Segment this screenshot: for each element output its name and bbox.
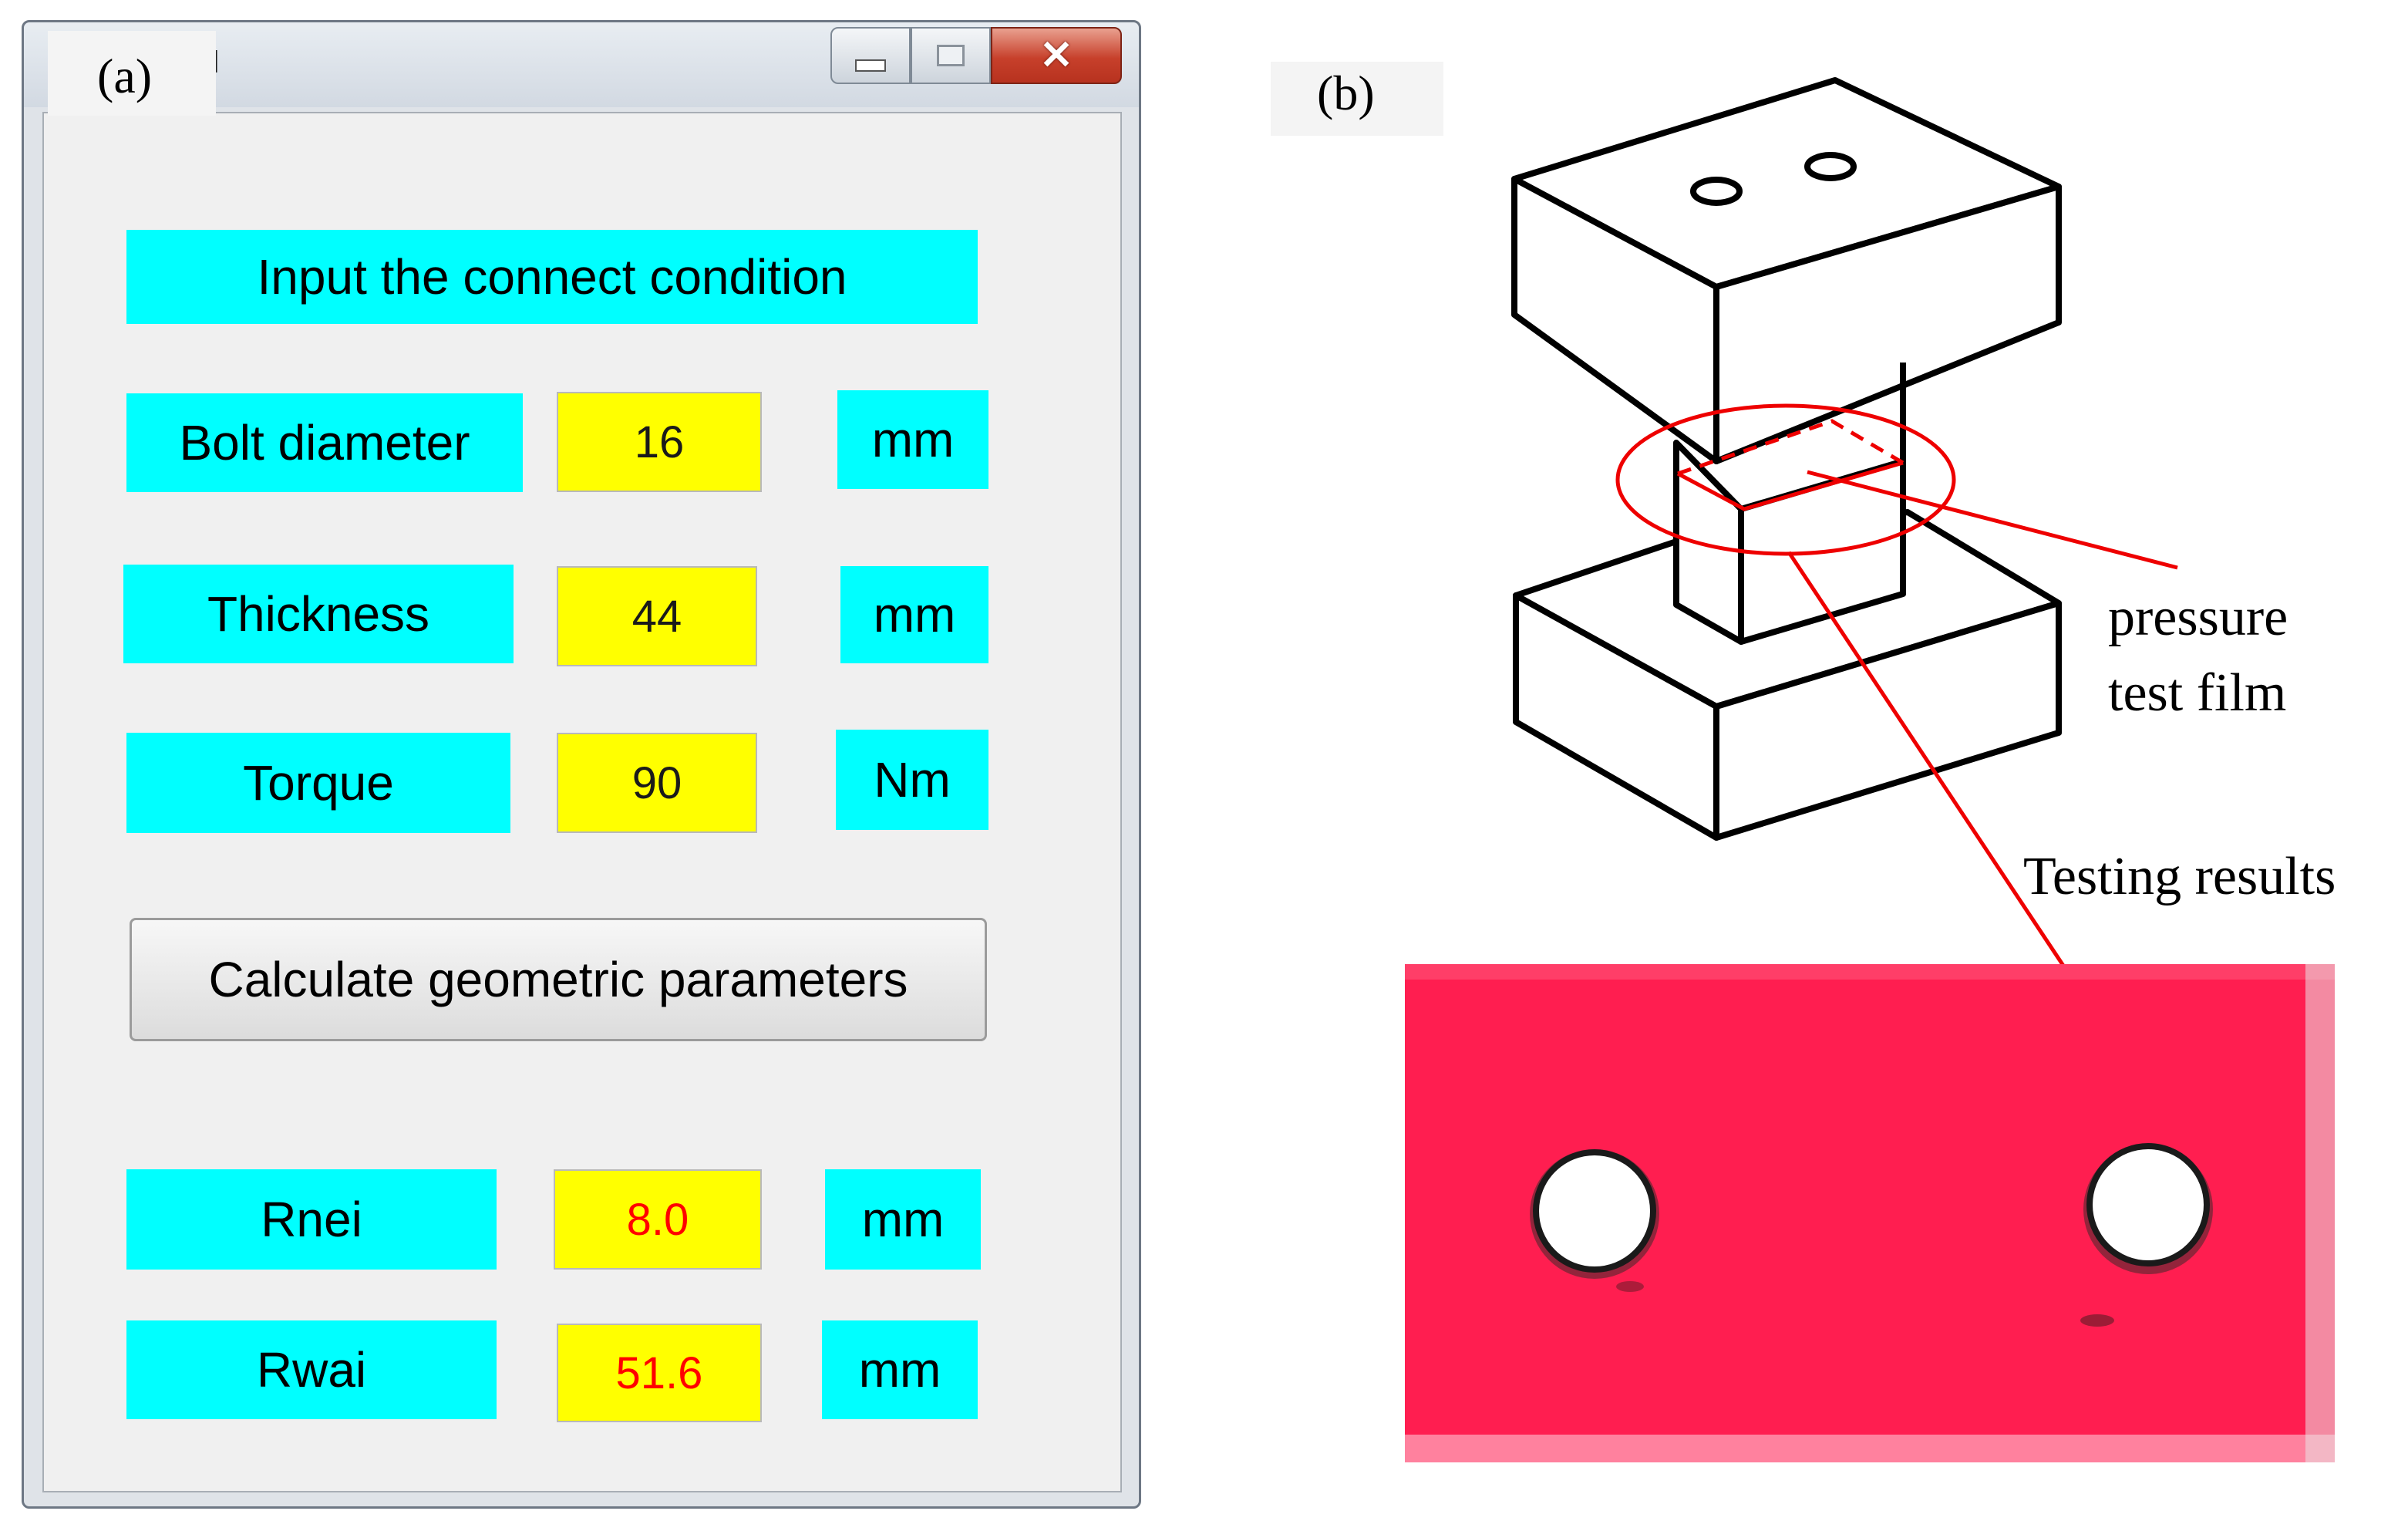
maximize-button[interactable] bbox=[911, 27, 991, 84]
film-leader-line bbox=[1807, 470, 2178, 570]
thickness-unit: mm bbox=[840, 566, 988, 663]
maximize-icon bbox=[937, 45, 965, 66]
highlight-ellipse bbox=[1615, 403, 1956, 556]
bolt-hole-right bbox=[1804, 152, 1857, 181]
pressure-film-outline bbox=[1676, 419, 1905, 511]
top-clamp-block bbox=[1511, 77, 2062, 464]
pressure-test-film-annotation: pressure test film bbox=[2108, 580, 2288, 731]
rnei-label: Rnei bbox=[126, 1169, 497, 1270]
panel-b-label-background bbox=[1271, 62, 1443, 136]
annotation-film-line1: pressure bbox=[2108, 588, 2288, 647]
rwai-output: 51.6 bbox=[557, 1324, 762, 1422]
calculate-geometric-parameters-button[interactable]: Calculate geometric parameters bbox=[130, 918, 987, 1041]
panel-a-label-background bbox=[48, 31, 216, 116]
bolt-holes bbox=[1690, 152, 1857, 206]
window-controls: ✕ bbox=[830, 27, 1122, 84]
rwai-label: Rwai bbox=[126, 1320, 497, 1419]
close-icon: ✕ bbox=[1039, 33, 1073, 78]
minimize-button[interactable] bbox=[830, 27, 911, 84]
torque-unit: Nm bbox=[836, 730, 988, 830]
testing-results-annotation: Testing results bbox=[2023, 847, 2336, 906]
bolt-diameter-label: Bolt diameter bbox=[126, 393, 523, 492]
panel-a-label: (a) bbox=[97, 49, 153, 103]
annotation-film-line2: test film bbox=[2108, 663, 2287, 723]
bolt-diameter-unit: mm bbox=[837, 390, 988, 489]
bolt-diameter-input[interactable]: 16 bbox=[557, 392, 762, 492]
photo-hole-left bbox=[1533, 1149, 1656, 1273]
connect-condition-header: Input the connect condition bbox=[126, 230, 978, 324]
rnei-unit: mm bbox=[825, 1169, 981, 1270]
panel-b-label: (b) bbox=[1317, 66, 1375, 120]
pressure-film-result-photo bbox=[1405, 964, 2335, 1462]
results-leader-line bbox=[1787, 551, 2066, 967]
thickness-label: Thickness bbox=[123, 565, 514, 663]
photo-hole-right bbox=[2086, 1143, 2210, 1266]
thickness-input[interactable]: 44 bbox=[557, 566, 757, 666]
rnei-output: 8.0 bbox=[554, 1169, 762, 1270]
close-button[interactable]: ✕ bbox=[991, 27, 1122, 84]
bolt-hole-left bbox=[1690, 177, 1743, 206]
rwai-unit: mm bbox=[822, 1320, 978, 1419]
torque-label: Torque bbox=[126, 733, 510, 833]
minimize-icon bbox=[855, 59, 886, 72]
torque-input[interactable]: 90 bbox=[557, 733, 757, 833]
